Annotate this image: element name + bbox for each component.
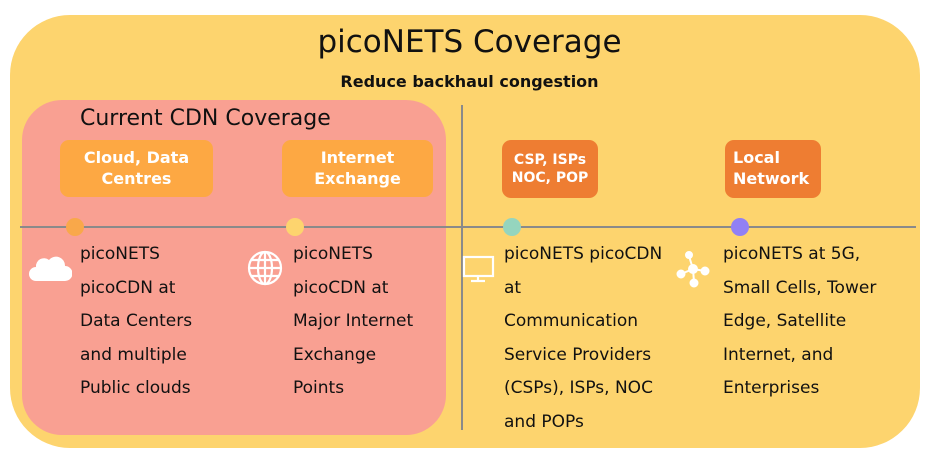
tag-local-network: Local Network [725, 140, 821, 198]
description-cloud: picoNETS picoCDN at Data Centers and multip… [80, 238, 192, 406]
description-line: Major Internet [293, 311, 414, 331]
page-title: picoNETS Coverage [317, 24, 622, 60]
timeline-dot [286, 218, 304, 236]
timeline-dot [66, 218, 84, 236]
description-line: and multiple [80, 344, 187, 365]
subtitle: Reduce backhaul congestion [340, 72, 599, 91]
tag-internet-exchange: Internet Exchange [282, 140, 433, 197]
description-line: Communication [504, 311, 638, 331]
description-line: Internet, and [723, 344, 834, 365]
description-line: Data Centers [80, 311, 193, 331]
description-line: picoCDN at [80, 277, 176, 298]
timeline-dot [503, 218, 521, 236]
network-icon [676, 251, 710, 288]
description-line: picoNETS [80, 244, 160, 264]
description-line: picoNETS at 5G, [723, 244, 861, 264]
description-line: (CSPs), ISPs, NOC [504, 378, 653, 398]
description-line: Service Providers [504, 344, 652, 365]
cloud-icon [29, 256, 72, 281]
description-line: and POPs [504, 411, 584, 432]
current-cdn-label: Current CDN Coverage [80, 106, 331, 131]
tag-csp-isps: CSP, ISPs NOC, POP [502, 140, 598, 198]
timeline-line [20, 226, 916, 228]
timeline-dot [731, 218, 749, 236]
description-line: picoNETS picoCDN [504, 244, 663, 264]
tag-cloud-data-centres: Cloud, Data Centres [60, 140, 213, 197]
monitor-icon [462, 255, 495, 283]
divider-line [461, 105, 463, 430]
description-line: Enterprises [723, 378, 820, 398]
description-line: Points [293, 378, 345, 398]
description-line: picoNETS [293, 244, 373, 264]
description-line: at [504, 277, 522, 298]
globe-icon [247, 250, 283, 286]
description-line: Exchange [293, 344, 377, 365]
description-line: Edge, Satellite [723, 311, 847, 331]
description-line: Public clouds [80, 378, 191, 398]
description-line: Small Cells, Tower [723, 277, 877, 298]
description-line: picoCDN at [293, 277, 389, 298]
